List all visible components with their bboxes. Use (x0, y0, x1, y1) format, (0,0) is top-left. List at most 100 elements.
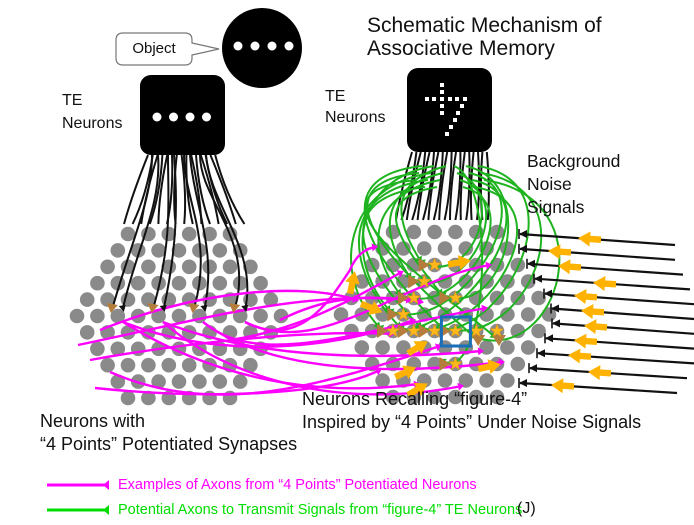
noise-signals (518, 229, 694, 395)
noise-signal-terminal (552, 319, 560, 328)
black-axon (195, 154, 211, 225)
neuron-dot (468, 389, 484, 405)
black-axon-to-synapse (162, 154, 177, 310)
neuron-dot (232, 275, 248, 291)
neuron-dot (171, 275, 187, 291)
neuron-dot (333, 307, 349, 322)
black-axon (454, 151, 462, 221)
noise-arrow (578, 231, 602, 247)
magenta-axon (202, 321, 505, 371)
black-axon (465, 151, 471, 221)
neuron-dot (110, 341, 126, 357)
axon-terminal-cap (200, 305, 208, 312)
synapse-triangle (439, 357, 451, 371)
left-te-box (140, 75, 225, 155)
figure4-pixel (463, 97, 467, 101)
noise-signal-line (551, 307, 694, 321)
grid-signal-arrows (345, 255, 501, 398)
te-neuron-box (407, 68, 492, 152)
noise-arrow (593, 276, 617, 292)
green-axon (400, 165, 447, 263)
legend-item-magenta-axons: Examples of Axons from “4 Points” Potent… (118, 477, 477, 493)
neuron-dot (141, 292, 156, 307)
figure4-pixel (453, 118, 457, 122)
legend-item-green-axons: Potential Axons to Transmit Signals from… (118, 502, 523, 518)
noise-label-line-1: Background (527, 151, 621, 171)
left-grid-caption: Neurons with “4 Points” Potentiated Syna… (40, 410, 297, 456)
figure4-pixel (440, 83, 444, 87)
noise-signal-line (527, 262, 684, 276)
noise-signal (526, 258, 684, 276)
right-grid-caption: Neurons Recalling “figure-4” Inspired by… (302, 388, 641, 434)
noise-arrow (584, 319, 608, 335)
neuron-dot (437, 373, 453, 388)
black-axon-to-synapse (189, 154, 210, 310)
neuron-dot (141, 259, 156, 275)
noise-signal-terminal (527, 259, 535, 268)
neuron-dot (110, 243, 126, 258)
neuron-dot (171, 308, 187, 324)
magenta-axon (109, 343, 442, 396)
neuron-dot (500, 307, 515, 322)
noise-signal (551, 318, 694, 335)
figure4-pixel (449, 125, 453, 129)
neuron-dot (202, 259, 217, 275)
magenta-axons (77, 243, 505, 396)
signal-arrow (406, 341, 428, 357)
panel-label: (J) (517, 500, 536, 517)
neuron-dot (479, 373, 494, 388)
signal-arrow (393, 365, 417, 380)
noise-signal (518, 243, 676, 261)
neuron-dot (416, 241, 432, 256)
black-axon (432, 151, 444, 221)
right-te-box (407, 68, 492, 152)
potentiated-synapse-triangle (229, 303, 241, 313)
green-axon (366, 172, 476, 339)
black-axon-to-synapse (111, 154, 153, 308)
black-axon (209, 154, 237, 225)
star-icon (427, 257, 442, 271)
star-icon (427, 323, 442, 337)
te-point (202, 112, 211, 122)
figure4-pixel (425, 97, 429, 101)
figure4-stars (385, 257, 505, 370)
neuron-dot (489, 389, 505, 405)
black-axon (157, 154, 169, 225)
left-neuron-grid (69, 226, 289, 406)
axon-terminal-cap (159, 305, 167, 312)
magenta-axon (94, 368, 382, 396)
neuron-dot (120, 357, 136, 373)
star-icon (406, 290, 421, 304)
object-point (267, 41, 277, 51)
green-axon (472, 179, 561, 343)
neuron-dot (100, 357, 115, 373)
right-caption-line-2: Inspired by “4 Points” Under Noise Signa… (302, 412, 642, 432)
black-axon-to-synapse (205, 154, 249, 310)
noise-signal (536, 348, 694, 365)
neuron-dot (171, 243, 187, 258)
synapse-triangle (397, 324, 409, 338)
green-axon (394, 186, 443, 296)
noise-signal (544, 333, 694, 350)
neuron-dot (437, 241, 453, 256)
neuron-dot (427, 389, 442, 405)
black-axon (400, 151, 418, 221)
neuron-dot (531, 323, 546, 339)
noise-signal-line (544, 292, 694, 306)
neuron-dot (130, 275, 146, 291)
neuron-dot (120, 226, 136, 242)
noise-signal (543, 288, 694, 306)
synapses (106, 258, 506, 371)
noise-signal (550, 303, 694, 321)
black-axon (180, 154, 187, 225)
black-axon (214, 154, 246, 225)
neuron-dot (500, 373, 515, 388)
legend-green-terminal (103, 505, 109, 515)
right-te-neurons-label: TE Neurons (325, 86, 385, 128)
neuron-dot (531, 290, 546, 306)
noise-label-line-3: Signals (527, 197, 585, 217)
noise-arrow (574, 333, 598, 349)
neuron-dot (90, 308, 105, 324)
neuron-dot (520, 340, 536, 355)
figure4-pixel (455, 97, 459, 101)
